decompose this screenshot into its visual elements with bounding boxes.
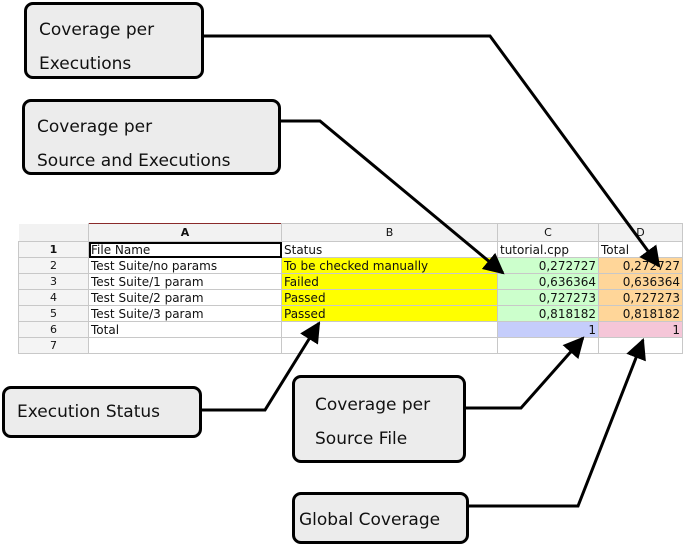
table-row: 4 Test Suite/2 param Passed 0,727273 0,7…: [18, 289, 683, 306]
sheet-corner[interactable]: [18, 223, 89, 242]
cell-c2[interactable]: 0,272727: [497, 257, 599, 274]
cell-d4[interactable]: 0,727273: [598, 289, 683, 306]
row-header[interactable]: 7: [18, 337, 89, 354]
table-row: 7: [18, 337, 683, 354]
row-header[interactable]: 1: [18, 241, 89, 258]
table-row: 1 File Name Status tutorial.cpp Total: [18, 241, 683, 258]
row-header[interactable]: 3: [18, 273, 89, 290]
cell-c1[interactable]: tutorial.cpp: [497, 241, 599, 258]
arrow-source-executions-to-coverage-cell: [281, 119, 505, 275]
callout-coverage-per-source-and-executions: Coverage per Source and Executions: [22, 99, 281, 175]
table-row: 5 Test Suite/3 param Passed 0,818182 0,8…: [18, 305, 683, 322]
column-header-d[interactable]: D: [598, 223, 683, 242]
callout-global-coverage: Global Coverage: [292, 492, 469, 544]
column-header-a[interactable]: A: [88, 223, 282, 242]
spreadsheet: A B C D 1 File Name Status tutorial.cpp …: [18, 223, 683, 354]
cell-d6[interactable]: 1: [598, 321, 683, 338]
cell-b1[interactable]: Status: [281, 241, 498, 258]
cell-c5[interactable]: 0,818182: [497, 305, 599, 322]
callout-coverage-per-source-file: Coverage per Source File: [292, 375, 466, 463]
arrow-global-to-global-total: [469, 338, 646, 508]
callout-execution-status: Execution Status: [2, 386, 202, 438]
cell-c6[interactable]: 1: [497, 321, 599, 338]
cell-c3[interactable]: 0,636364: [497, 273, 599, 290]
arrow-executions-to-total-column: [204, 34, 661, 268]
row-header[interactable]: 2: [18, 257, 89, 274]
column-header-c[interactable]: C: [497, 223, 599, 242]
cell-b5[interactable]: Passed: [281, 305, 498, 322]
column-header-b[interactable]: B: [281, 223, 498, 242]
cell-b4[interactable]: Passed: [281, 289, 498, 306]
arrow-status-to-status-column: [202, 321, 321, 412]
cell-d5[interactable]: 0,818182: [598, 305, 683, 322]
table-row: 6 Total 1 1: [18, 321, 683, 338]
arrow-source-file-to-source-total: [466, 336, 585, 410]
cell-a2[interactable]: Test Suite/no params: [88, 257, 282, 274]
cell-a6[interactable]: Total: [88, 321, 282, 338]
callout-coverage-per-executions: Coverage per Executions: [24, 2, 204, 79]
column-header-row: A B C D: [18, 223, 683, 242]
cell-a5[interactable]: Test Suite/3 param: [88, 305, 282, 322]
cell-d3[interactable]: 0,636364: [598, 273, 683, 290]
